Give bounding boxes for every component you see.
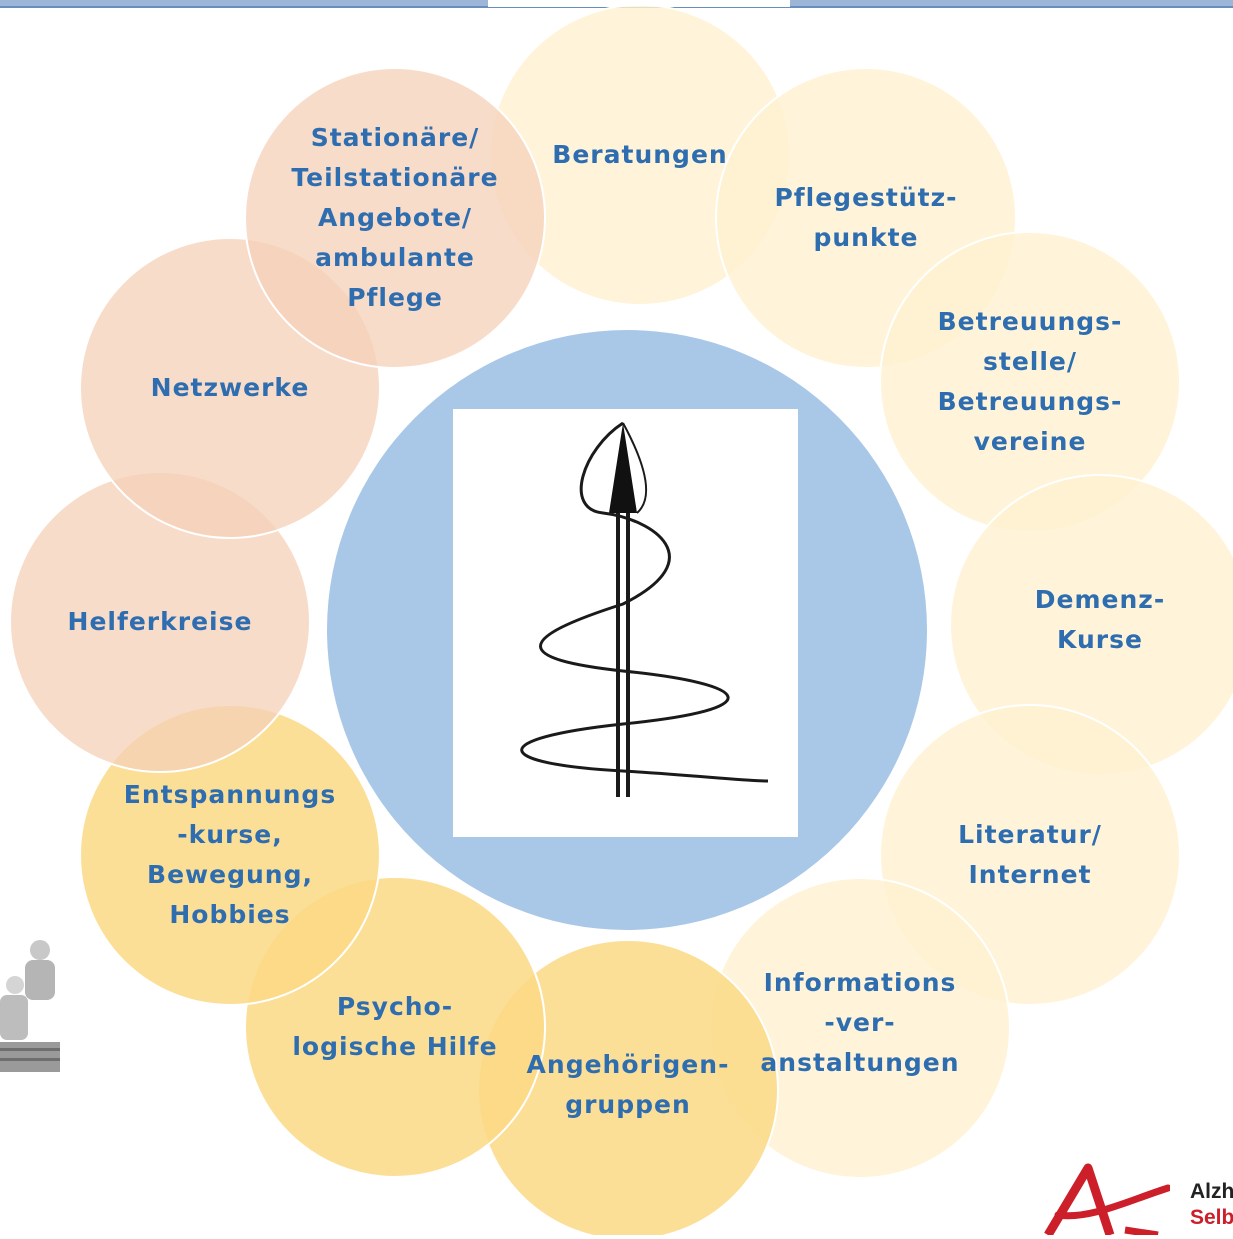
bubble-label-informationsveranstaltungen: Informations -ver- anstaltungen (760, 968, 960, 1077)
spiral-arrow-icon (520, 421, 769, 797)
center-image (453, 409, 798, 837)
bubble-label-pflegestuetzpunkte: Pflegestütz- punkte (774, 183, 958, 252)
bubble-label-demenz-kurse: Demenz- Kurse (1034, 585, 1166, 654)
figurines-image (0, 940, 60, 1072)
top-border-gap (488, 0, 790, 7)
bubble-label-psychologische-hilfe: Psycho- logische Hilfe (292, 992, 498, 1061)
bubble-stationaere-angebote (244, 67, 546, 369)
logo-line1: Alzh (1190, 1180, 1233, 1203)
logo-a-icon (1044, 1163, 1172, 1239)
alzheimer-logo: Alzh Selb (1040, 1160, 1233, 1239)
bubble-label-entspannungskurse: Entspannungs -kurse, Bewegung, Hobbies (123, 780, 337, 929)
bubble-label-netzwerke: Netzwerke (150, 373, 310, 402)
bubble-label-stationaere-angebote: Stationäre/ Teilstationäre Angebote/ amb… (291, 123, 499, 312)
bubble-label-betreuungsstelle: Betreuungs- stelle/ Betreuungs- vereine (937, 307, 1123, 456)
logo-line2: Selb (1190, 1206, 1233, 1229)
bubble-label-beratungen: Beratungen (552, 140, 728, 169)
bubble-label-literatur-internet: Literatur/ Internet (958, 820, 1102, 889)
bubble-label-angehoerigengruppen: Angehörigen- gruppen (526, 1050, 730, 1119)
bubble-label-helferkreise: Helferkreise (67, 607, 253, 636)
